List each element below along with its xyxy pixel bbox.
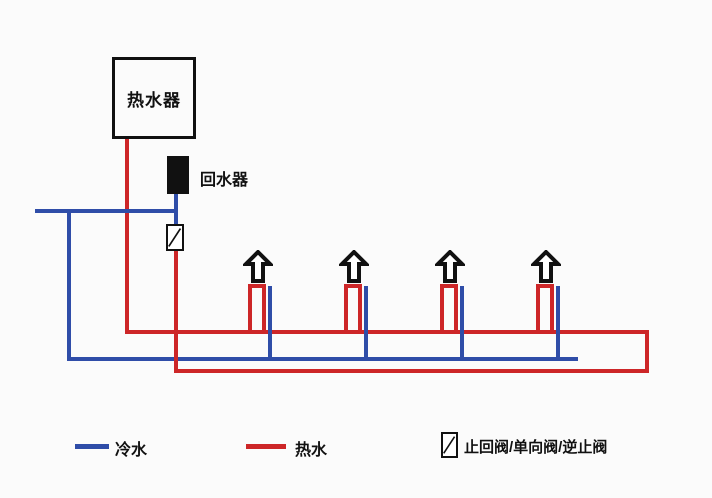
legend-check-valve-glyph [443,436,456,454]
water-heater-box: 热水器 [112,57,196,139]
cold-drop-pipe [67,209,71,361]
faucet-hot-pipe-cap [344,284,362,288]
return-water-device-label: 回水器 [200,172,249,189]
faucet-group-2 [339,250,370,360]
faucet-arrow-icon [243,250,273,283]
faucet-cold-pipe [460,286,464,359]
legend-cold-label: 冷水 [115,442,148,459]
check-valve-symbol [166,224,184,251]
check-valve-glyph [168,228,182,247]
water-heater-label: 热水器 [127,90,181,110]
faucet-hot-pipe [344,284,348,332]
faucet-hot-pipe [550,284,554,332]
faucet-hot-pipe-cap [440,284,458,288]
faucet-hot-pipe [358,284,362,332]
faucet-hot-pipe [440,284,444,332]
faucet-cold-pipe [556,286,560,359]
faucet-group-1 [243,250,274,360]
faucet-hot-pipe-cap [536,284,554,288]
legend-check-valve-icon [441,432,458,458]
return-water-device [167,156,189,194]
cold-distribution-pipe [67,357,578,361]
faucet-cold-pipe [268,286,272,359]
faucet-cold-pipe [364,286,368,359]
faucet-arrow-icon [435,250,465,283]
hot-distribution-pipe [125,330,649,334]
legend-hot-swatch [246,444,286,449]
hot-return-right-pipe [645,330,649,373]
faucet-hot-pipe [248,284,252,332]
hot-return-up-pipe [174,251,178,373]
hot-supply-riser-pipe [125,139,129,334]
faucet-hot-pipe [262,284,266,332]
cold-supply-main-pipe [35,209,178,213]
faucet-arrow-icon [531,250,561,283]
faucet-group-3 [435,250,466,360]
faucet-group-4 [531,250,562,360]
faucet-hot-pipe [454,284,458,332]
hot-return-bottom-pipe [174,369,649,373]
faucet-hot-pipe [536,284,540,332]
legend-valve-label: 止回阀/单向阀/逆止阀 [464,439,608,456]
legend-cold-swatch [75,444,109,449]
faucet-arrow-icon [339,250,369,283]
faucet-hot-pipe-cap [248,284,266,288]
legend-hot-label: 热水 [295,442,328,459]
